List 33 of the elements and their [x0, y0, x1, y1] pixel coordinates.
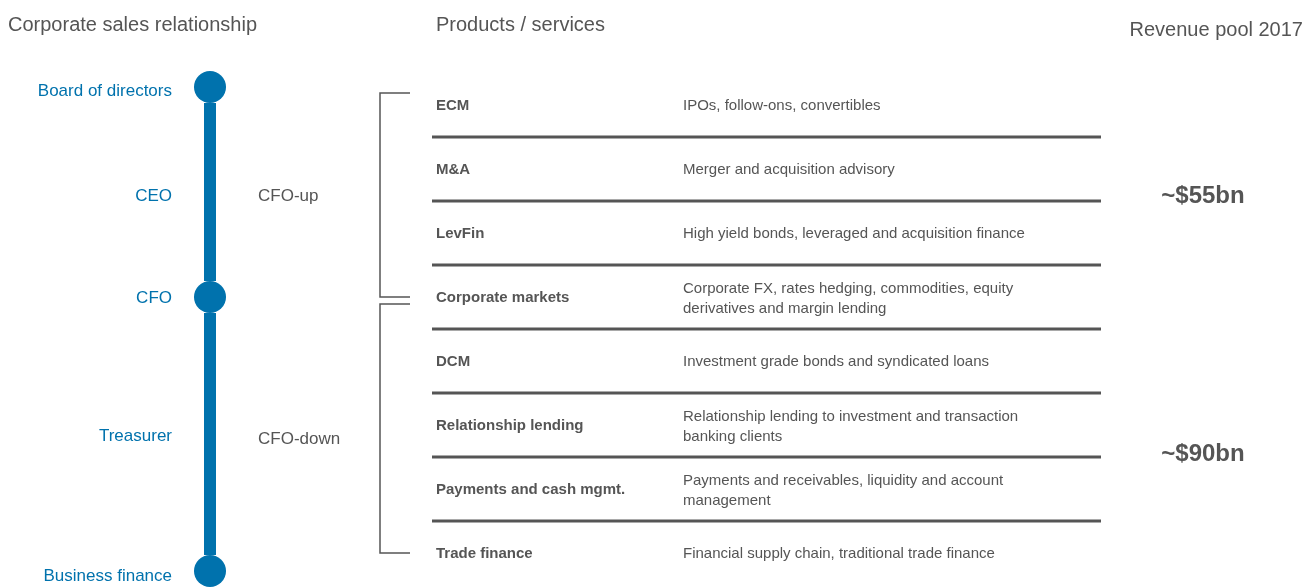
timeline-dot [194, 71, 226, 103]
segment-label: CFO-up [258, 184, 319, 207]
role-label: CEO [135, 184, 172, 207]
product-description: Corporate FX, rates hedging, commodities, equity derivatives and margin lending [683, 277, 1015, 317]
product-description: Financial supply chain, traditional trade finance [683, 543, 995, 563]
product-name: DCM [436, 351, 471, 371]
column-heading: Revenue pool 2017 [1129, 17, 1303, 42]
product-description: High yield bonds, leveraged and acquisition finance [683, 223, 1025, 243]
segment-label: CFO-down [258, 427, 341, 450]
column-heading: Products / services [436, 12, 605, 37]
product-name: M&A [436, 159, 471, 179]
product-name: LevFin [436, 223, 485, 243]
column-heading: Corporate sales relationship [8, 12, 258, 37]
product-description: IPOs, follow-ons, convertibles [683, 95, 881, 115]
role-label: Board of directors [37, 79, 172, 102]
product-description: Payments and receivables, liquidity and account management [683, 469, 1005, 509]
product-name: Corporate markets [436, 287, 570, 307]
product-description: Relationship lending to investment and transaction banking clients [683, 405, 1020, 445]
role-label: CFO [136, 286, 172, 309]
product-description: Investment grade bonds and syndicated loans [683, 351, 990, 371]
timeline-dot [194, 555, 226, 587]
product-name: Relationship lending [436, 415, 584, 435]
timeline-dot [194, 281, 226, 313]
role-label: Treasurer [98, 424, 172, 447]
product-name: Trade finance [436, 543, 533, 563]
product-description: Merger and acquisition advisory [683, 159, 895, 179]
revenue-value: ~$55bn [1161, 180, 1245, 211]
role-label: Business finance [43, 564, 172, 587]
timeline-line [204, 313, 216, 555]
revenue-value: ~$90bn [1161, 438, 1245, 469]
product-name: Payments and cash mgmt. [436, 479, 626, 499]
product-name: ECM [436, 95, 470, 115]
timeline-line [204, 103, 216, 281]
